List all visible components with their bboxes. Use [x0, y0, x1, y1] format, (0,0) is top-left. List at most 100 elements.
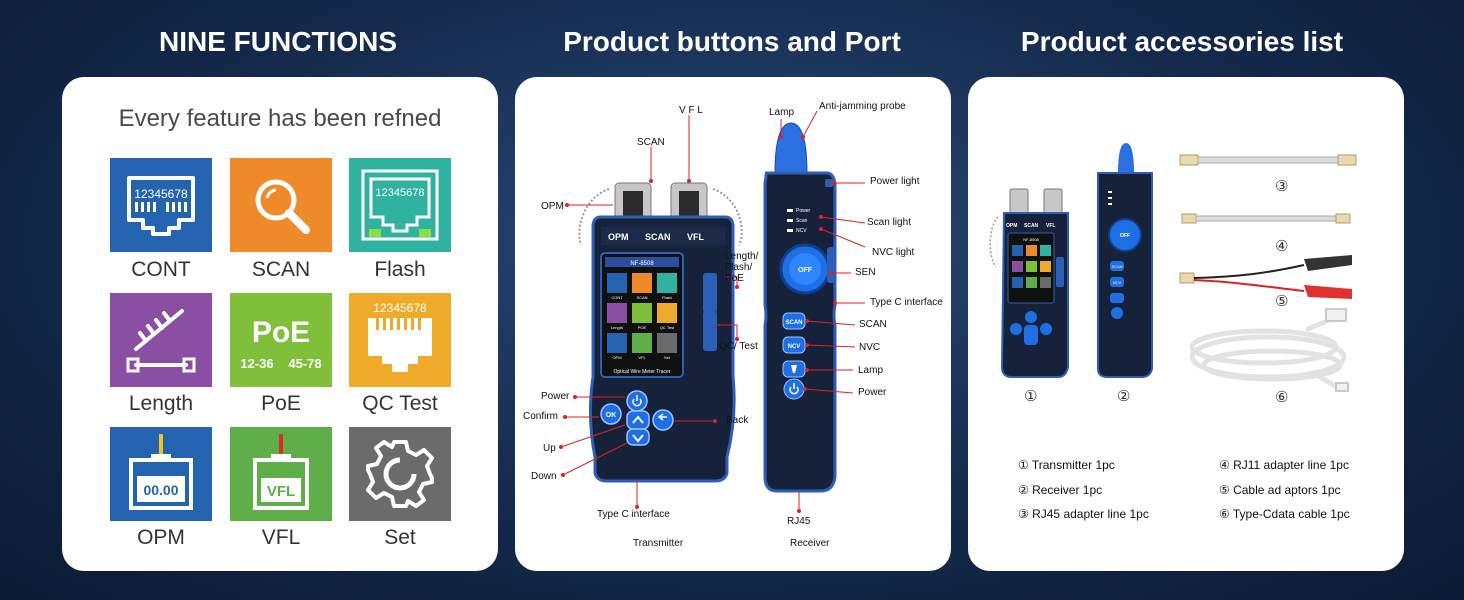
svg-text:Set: Set: [664, 355, 671, 360]
type-c-cable: [1189, 308, 1349, 392]
tile-label-vfl: VFL: [261, 526, 301, 549]
callout-power-light: Power light: [870, 176, 920, 187]
number-4: ④: [1275, 238, 1289, 255]
callout-vfl: V F L: [679, 105, 703, 116]
callout-nvc-light: NVC light: [872, 247, 915, 258]
svg-text:00.00: 00.00: [143, 482, 178, 498]
tile-label-length: Length: [128, 392, 194, 415]
tile-label-flash: Flash: [374, 258, 426, 281]
svg-text:NCV: NCV: [796, 228, 807, 234]
accessory-item-3: ③ RJ45 adapter line 1pc: [1018, 507, 1149, 521]
svg-text:VFL: VFL: [267, 483, 295, 500]
cable-adaptor: [1179, 255, 1352, 299]
accessory-item-6: ⑥ Type-Cdata cable 1pc: [1219, 507, 1350, 521]
heading-nine-functions: NINE FUNCTIONS: [159, 26, 397, 57]
number-1: ①: [1024, 388, 1038, 405]
mini-receiver: OFF SCAN NCV: [1097, 143, 1153, 378]
receiver: Power Scan NCV OFF SCAN NCV: [763, 122, 837, 493]
callout-scan-port: SCAN: [637, 137, 665, 148]
callout-type-c-tx: Type C interface: [597, 509, 670, 520]
caption-receiver: Receiver: [790, 538, 830, 549]
laser-icon: VFL: [253, 434, 309, 510]
callout-rj45: RJ45: [787, 516, 811, 527]
svg-text:POE: POE: [638, 325, 647, 330]
callout-back: Back: [726, 415, 749, 426]
svg-text:SCAN: SCAN: [1111, 264, 1122, 269]
mini-transmitter: OPM SCAN VFL NF-8508: [989, 188, 1069, 378]
svg-text:VFL: VFL: [638, 355, 646, 360]
svg-text:VFL: VFL: [687, 232, 705, 242]
svg-text:OPM: OPM: [612, 355, 621, 360]
tile-qc-test: 12345678: [349, 293, 451, 387]
tile-label-set: Set: [384, 526, 416, 549]
callout-opm: OPM: [541, 201, 564, 212]
svg-text:CONT: CONT: [611, 295, 623, 300]
svg-text:OPM: OPM: [608, 232, 629, 242]
svg-text:NCV: NCV: [1113, 280, 1122, 285]
tile-opm: 00.00: [110, 427, 212, 521]
rj45-port-icon: 12345678: [127, 176, 195, 236]
device-panel: OPM SCAN VFL NF-8508 CONT SCAN Flash Len…: [515, 77, 951, 571]
callout-sen: SEN: [855, 267, 876, 278]
svg-text:45-78: 45-78: [288, 356, 321, 371]
number-6: ⑥: [1275, 389, 1289, 406]
svg-text:Length: Length: [611, 325, 623, 330]
accessory-item-2: ② Receiver 1pc: [1018, 483, 1103, 497]
features-panel: Every feature has been refned 12345678 1…: [62, 77, 498, 571]
svg-text:OFF: OFF: [1120, 233, 1130, 239]
svg-text:SCAN: SCAN: [636, 295, 647, 300]
callout-nvc: NVC: [859, 342, 881, 353]
tile-label-scan: SCAN: [251, 258, 311, 281]
rj11-adapter-line: [1181, 213, 1351, 224]
number-5: ⑤: [1275, 293, 1289, 310]
callout-confirm: Confirm: [523, 411, 559, 422]
callout-length-flash-poe: Length/ Flash/ PoE: [725, 251, 759, 284]
accessories-illustration: OPM SCAN VFL NF-8508 OFF SCAN: [989, 143, 1357, 392]
svg-text:OK: OK: [606, 412, 617, 419]
number-2: ②: [1117, 388, 1131, 405]
svg-text:SCAN: SCAN: [645, 232, 671, 242]
heading-buttons-port: Product buttons and Port: [563, 26, 901, 57]
svg-text:PoE: PoE: [252, 316, 310, 349]
accessory-item-1: ① Transmitter 1pc: [1018, 458, 1115, 472]
heading-accessories: Product accessories list: [1020, 26, 1344, 57]
svg-text:NCV: NCV: [788, 344, 801, 350]
qc-port-icon: 12345678: [368, 301, 432, 372]
transmitter: OPM SCAN VFL NF-8508 CONT SCAN Flash Len…: [578, 182, 743, 483]
svg-text:OPM: OPM: [1006, 223, 1017, 229]
tile-vfl: VFL: [230, 427, 332, 521]
tile-label-poe: PoE: [261, 392, 301, 415]
callout-probe: Anti-jamming probe: [819, 101, 906, 112]
callout-lamp: Lamp: [858, 365, 884, 376]
svg-text:Optical Wire Meter Tracer: Optical Wire Meter Tracer: [614, 369, 671, 375]
tile-length: [110, 293, 212, 387]
gear-icon: [366, 440, 434, 508]
svg-text:NF-8508: NF-8508: [630, 261, 654, 267]
rj45-adapter-line: [1179, 154, 1357, 166]
svg-text:Power: Power: [796, 208, 811, 214]
callout-qc-test: QC/ Test: [719, 341, 758, 352]
callout-scan-rx: SCAN: [859, 319, 887, 330]
svg-text:12-36: 12-36: [240, 356, 273, 371]
ruler-icon: [126, 309, 196, 373]
tile-poe: PoE 12-36 45-78: [230, 293, 332, 387]
svg-text:12345678: 12345678: [376, 187, 425, 199]
tile-label-opm: OPM: [137, 526, 185, 549]
svg-text:NF-8508: NF-8508: [1023, 237, 1039, 242]
svg-text:QC Test: QC Test: [660, 325, 675, 330]
device-illustration: OPM SCAN VFL NF-8508 CONT SCAN Flash Len…: [559, 110, 866, 513]
callout-up: Up: [543, 443, 556, 454]
svg-text:Scan: Scan: [796, 218, 808, 224]
accessories-panel: OPM SCAN VFL NF-8508 OFF SCAN: [968, 77, 1404, 571]
callout-scan-light: Scan light: [867, 217, 911, 228]
caption-transmitter: Transmitter: [633, 538, 684, 549]
svg-text:12345678: 12345678: [134, 187, 188, 201]
poe-icon: PoE 12-36 45-78: [240, 316, 321, 371]
svg-text:Flash: Flash: [662, 295, 672, 300]
callout-down: Down: [531, 471, 557, 482]
svg-text:OFF: OFF: [798, 267, 813, 274]
svg-text:SCAN: SCAN: [1024, 223, 1039, 229]
number-3: ③: [1275, 178, 1289, 195]
tile-flash: 12345678: [349, 158, 451, 252]
callout-lamp-top: Lamp: [769, 107, 795, 118]
